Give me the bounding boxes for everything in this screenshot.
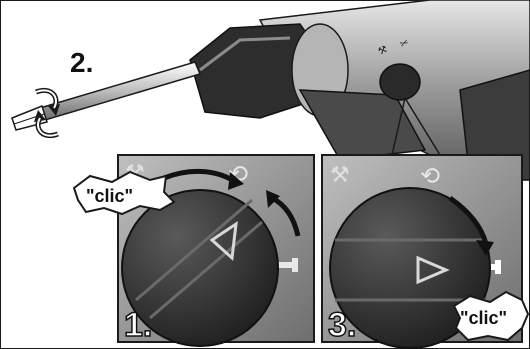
step-3-label: 3. [328,306,356,344]
clic-burst-left: "clic" [74,172,174,214]
hammer-drill-icon: ⚒ [330,163,350,188]
chisel-adjust-icon: ⟲ [420,162,440,190]
clic-label-left: "clic" [86,186,133,206]
clic-label-right: "clic" [460,308,507,328]
svg-text:⟲: ⟲ [420,162,440,190]
step-2-label: 2. [70,47,93,78]
step-1-label: 1. [124,306,152,344]
